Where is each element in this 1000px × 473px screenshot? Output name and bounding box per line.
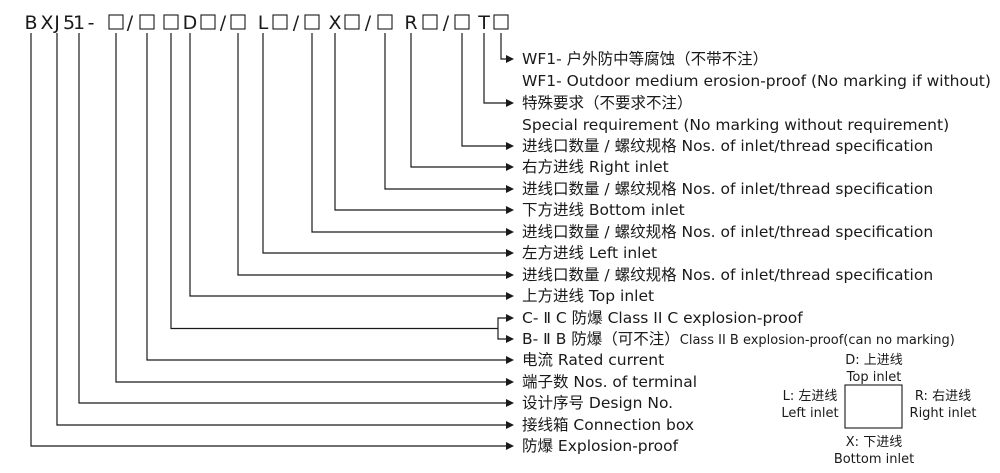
bracket-bar xyxy=(497,317,506,340)
label-list: WF1- 户外防中等腐蚀（不带不注） WF1- Outdoor medium er… xyxy=(522,50,991,455)
code-box-13 xyxy=(230,14,246,30)
inlet-direction-box: D: 上进线 Top inlet L: 左进线 Left inlet R: 右进… xyxy=(781,353,976,467)
code-char-14: L xyxy=(258,12,269,34)
code-box-15 xyxy=(272,14,288,30)
code-char-10: D xyxy=(183,12,198,34)
box-outline xyxy=(844,384,903,429)
left-inlet-cn: L: 左进线 xyxy=(783,389,838,404)
leader-arrow-8 xyxy=(506,228,514,236)
leader-9 xyxy=(262,33,506,254)
leader-arrow-10 xyxy=(506,271,514,279)
leader-arrow-14 xyxy=(506,356,514,364)
top-inlet-cn: D: 上进线 xyxy=(845,353,903,368)
right-inlet-cn: R: 右进线 xyxy=(915,389,971,404)
label-2: 特殊要求（不要求不注） xyxy=(522,94,693,112)
code-char-1: X xyxy=(40,12,53,34)
leader-5 xyxy=(410,33,506,168)
explosion-class-bracket xyxy=(170,33,514,343)
code-char-26: T xyxy=(477,12,490,34)
label-3: Special requirement (No marking without … xyxy=(522,116,949,134)
leader-arrow-2 xyxy=(506,99,514,107)
leader-arrow-15 xyxy=(506,378,514,386)
code-char-7: / xyxy=(127,12,134,34)
leader-arrow-4 xyxy=(506,142,514,150)
code-char-18: X xyxy=(328,12,341,34)
leader-arrow-0 xyxy=(506,55,514,63)
leader-arrow-9 xyxy=(506,249,514,257)
label-6: 进线口数量 / 螺纹规格 Nos. of inlet/thread specif… xyxy=(522,180,933,198)
leader-8 xyxy=(311,33,506,233)
code-char-12: / xyxy=(220,12,227,34)
code-char-3: 5 xyxy=(63,12,75,34)
leader-0 xyxy=(500,33,506,60)
leader-15 xyxy=(115,33,506,383)
leader-18 xyxy=(30,33,506,447)
bracket-arrow-b xyxy=(506,335,514,343)
code-box-27 xyxy=(493,14,509,30)
leader-17 xyxy=(56,33,506,426)
label-18: 防爆 Explosion-proof xyxy=(522,436,679,455)
bottom-inlet-en: Bottom inlet xyxy=(834,452,914,467)
top-inlet-en: Top inlet xyxy=(846,370,902,385)
label-8: 进线口数量 / 螺纹规格 Nos. of inlet/thread specif… xyxy=(522,223,933,241)
label-b-suffix: Class II B explosion-proof(can no markin… xyxy=(680,333,955,348)
leader-10 xyxy=(237,33,506,276)
leader-2 xyxy=(483,33,506,104)
right-inlet-en: Right inlet xyxy=(910,406,977,421)
label-0: WF1- 户外防中等腐蚀（不带不注） xyxy=(522,50,768,68)
code-char-16: / xyxy=(293,12,300,34)
leader-11 xyxy=(189,33,506,297)
leader-arrow-18 xyxy=(506,442,514,450)
code-box-23 xyxy=(422,14,438,30)
label-4: 进线口数量 / 螺纹规格 Nos. of inlet/thread specif… xyxy=(522,137,933,155)
label-15: 端子数 Nos. of terminal xyxy=(522,373,697,391)
leader-16 xyxy=(78,33,506,404)
label-13: B- Ⅱ B 防爆（可不注）Class II B explosion-proof… xyxy=(522,329,955,348)
code-char-24: / xyxy=(443,12,450,34)
leader-arrow-11 xyxy=(506,292,514,300)
label-7: 下方进线 Bottom inlet xyxy=(522,201,685,219)
leader-4 xyxy=(461,33,506,147)
label-10: 进线口数量 / 螺纹规格 Nos. of inlet/thread specif… xyxy=(522,266,933,284)
label-1: WF1- Outdoor medium erosion-proof (No ma… xyxy=(522,72,991,90)
code-char-2: J xyxy=(53,12,60,34)
bracket-stem xyxy=(170,33,498,330)
left-inlet-en: Left inlet xyxy=(781,406,838,421)
label-17: 接线箱 Connection box xyxy=(522,416,694,434)
code-box-21 xyxy=(377,14,393,30)
leader-14 xyxy=(146,33,506,361)
label-9: 左方进线 Left inlet xyxy=(522,244,657,262)
leader-lines xyxy=(30,33,514,450)
bracket-arrow-c xyxy=(506,314,514,322)
code-char-20: / xyxy=(365,12,372,34)
leader-arrow-6 xyxy=(506,185,514,193)
bottom-inlet-cn: X: 下进线 xyxy=(846,435,902,450)
code-char-0: B xyxy=(24,12,37,34)
code-char-4: 1 xyxy=(73,12,85,34)
code-box-25 xyxy=(454,14,470,30)
label-16: 设计序号 Design No. xyxy=(522,394,673,412)
code-box-19 xyxy=(344,14,360,30)
leader-arrow-16 xyxy=(506,399,514,407)
code-box-17 xyxy=(304,14,320,30)
code-box-6 xyxy=(108,14,124,30)
code-box-9 xyxy=(163,14,179,30)
label-12: C- Ⅱ C 防爆 Class II C explosion-proof xyxy=(522,308,803,327)
code-char-22: R xyxy=(404,12,417,34)
label-14: 电流 Rated current xyxy=(522,351,664,369)
code-box-8 xyxy=(139,14,155,30)
label-11: 上方进线 Top inlet xyxy=(522,287,654,305)
label-5: 右方进线 Right inlet xyxy=(522,158,669,176)
code-char-5: - xyxy=(88,12,95,34)
leader-6 xyxy=(384,33,506,190)
leader-7 xyxy=(334,33,506,211)
leader-arrow-17 xyxy=(506,421,514,429)
leader-arrow-5 xyxy=(506,163,514,171)
code-box-11 xyxy=(200,14,216,30)
leader-arrow-7 xyxy=(506,206,514,214)
